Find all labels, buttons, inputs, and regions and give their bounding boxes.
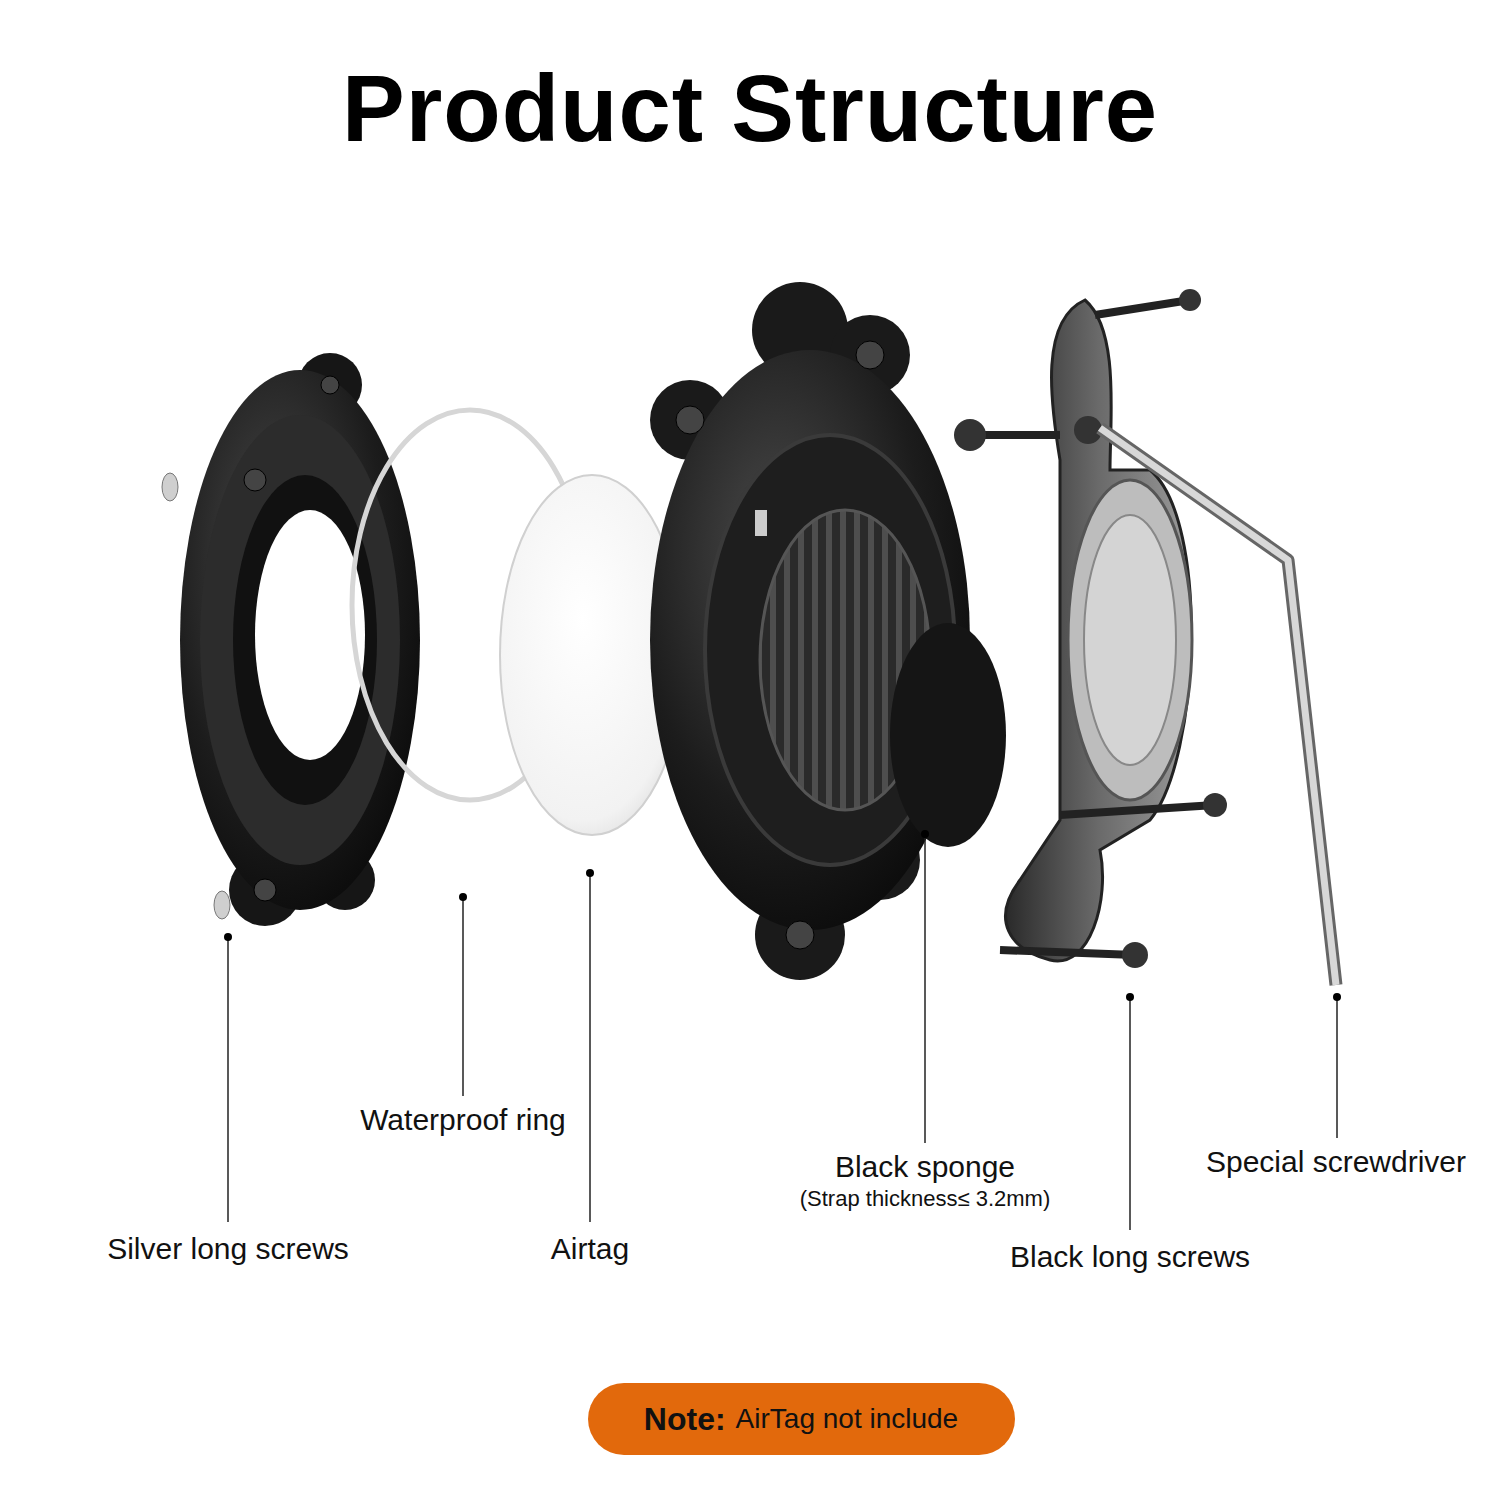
part-label: Airtag — [551, 1232, 629, 1266]
note-heading: Note: — [644, 1401, 726, 1438]
front-ring — [160, 353, 420, 926]
part-label: Black long screws — [1010, 1240, 1250, 1274]
back-plate — [954, 289, 1227, 968]
part-label: Black sponge — [835, 1150, 1015, 1184]
leader-dots — [224, 830, 1341, 1001]
housing — [650, 282, 970, 980]
part-label: Special screwdriver — [1206, 1145, 1466, 1179]
note-pill: Note: AirTag not include — [588, 1383, 1015, 1455]
black-sponge — [890, 623, 1006, 847]
screwdriver-shine — [1100, 428, 1336, 985]
screwdriver — [1100, 428, 1336, 985]
note-text: AirTag not include — [736, 1403, 959, 1435]
part-label: Waterproof ring — [360, 1103, 566, 1137]
part-label: Silver long screws — [107, 1232, 349, 1266]
part-label: (Strap thickness≤ 3.2mm) — [800, 1186, 1050, 1212]
leader-lines — [228, 834, 1337, 1230]
page-title: Product Structure — [342, 55, 1158, 163]
